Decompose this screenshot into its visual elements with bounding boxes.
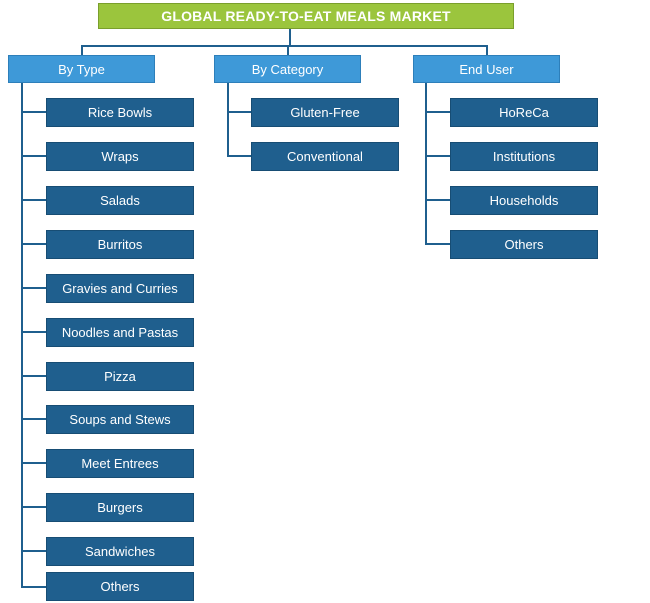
- enduser-branch-tick: [425, 243, 450, 245]
- category-branch-spine: [227, 83, 229, 157]
- category-end-user: End User: [413, 55, 560, 83]
- category-by-category: By Category: [214, 55, 361, 83]
- type-item-burgers: Burgers: [46, 493, 194, 522]
- enduser-branch-spine: [425, 83, 427, 245]
- category-item-conventional: Conventional: [251, 142, 399, 171]
- diagram-title: GLOBAL READY-TO-EAT MEALS MARKET: [98, 3, 514, 29]
- type-item-meet-entrees: Meet Entrees: [46, 449, 194, 478]
- category-by-type: By Type: [8, 55, 155, 83]
- type-branch-tick: [21, 287, 46, 289]
- category-branch-tick: [227, 111, 251, 113]
- type-branch-tick: [21, 243, 46, 245]
- type-item-wraps: Wraps: [46, 142, 194, 171]
- enduser-branch-tick: [425, 111, 450, 113]
- type-item-pizza: Pizza: [46, 362, 194, 391]
- type-item-burritos: Burritos: [46, 230, 194, 259]
- type-branch-tick: [21, 155, 46, 157]
- type-branch-tick: [21, 331, 46, 333]
- category-connector-category: [287, 45, 289, 55]
- type-item-noodles-and-pastas: Noodles and Pastas: [46, 318, 194, 347]
- type-item-soups-and-stews: Soups and Stews: [46, 405, 194, 434]
- enduser-branch-tick: [425, 155, 450, 157]
- type-branch-tick: [21, 418, 46, 420]
- enduser-item-horeca: HoReCa: [450, 98, 598, 127]
- type-item-salads: Salads: [46, 186, 194, 215]
- enduser-item-institutions: Institutions: [450, 142, 598, 171]
- category-connector-enduser: [486, 45, 488, 55]
- type-branch-tick: [21, 506, 46, 508]
- enduser-item-others: Others: [450, 230, 598, 259]
- enduser-branch-tick: [425, 199, 450, 201]
- title-connector-vertical: [289, 29, 291, 46]
- title-connector-horizontal: [81, 45, 488, 47]
- type-item-others: Others: [46, 572, 194, 601]
- type-item-sandwiches: Sandwiches: [46, 537, 194, 566]
- type-branch-tick: [21, 462, 46, 464]
- category-item-gluten-free: Gluten-Free: [251, 98, 399, 127]
- category-branch-tick: [227, 155, 251, 157]
- type-branch-tick: [21, 111, 46, 113]
- type-branch-tick: [21, 199, 46, 201]
- type-branch-tick: [21, 586, 46, 588]
- type-branch-spine: [21, 83, 23, 588]
- type-item-gravies-and-curries: Gravies and Curries: [46, 274, 194, 303]
- category-connector-type: [81, 45, 83, 55]
- type-branch-tick: [21, 375, 46, 377]
- type-branch-tick: [21, 550, 46, 552]
- enduser-item-households: Households: [450, 186, 598, 215]
- type-item-rice-bowls: Rice Bowls: [46, 98, 194, 127]
